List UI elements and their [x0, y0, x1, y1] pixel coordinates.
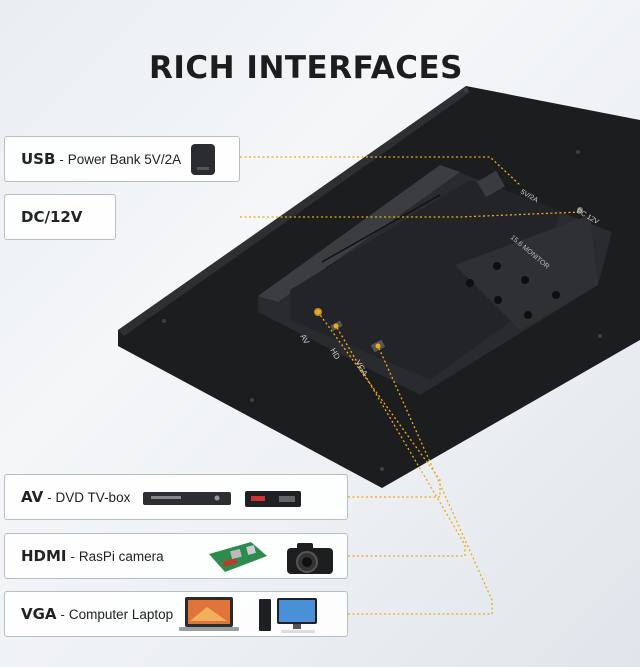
dvd-player-icon — [143, 492, 231, 505]
page-title: RICH INTERFACES — [149, 50, 463, 86]
av-description: DVD TV-box — [55, 489, 131, 505]
tv-box-icon — [245, 491, 301, 507]
usb-separator: - — [59, 151, 64, 167]
hdmi-connector-line — [335, 325, 466, 557]
port-block — [290, 180, 560, 380]
hdmi-description: RasPi camera — [78, 548, 164, 564]
av-label-box: AV - DVD TV-box — [4, 474, 348, 520]
av-connector-line — [317, 311, 441, 498]
hdmi-separator: - — [70, 548, 75, 564]
vga-description: Computer Laptop — [68, 606, 174, 622]
desktop-computer-icon — [259, 598, 317, 633]
dc-label-box: DC/12V — [4, 194, 116, 240]
vga-label-box: VGA - Computer Laptop — [4, 591, 348, 637]
hdmi-label-box: HDMI - RasPi camera — [4, 533, 348, 579]
vga-separator: - — [60, 606, 65, 622]
laptop-icon — [179, 597, 239, 631]
vga-connector-line — [348, 345, 493, 615]
power-bank-icon — [191, 144, 215, 175]
hdmi-port-name: HDMI — [21, 547, 67, 565]
camera-icon — [287, 543, 333, 574]
connector-lines — [240, 156, 581, 615]
av-port-name: AV — [21, 488, 44, 506]
vga-port-name: VGA — [21, 605, 57, 623]
av-separator: - — [47, 489, 52, 505]
dc-port-name: DC/12V — [21, 208, 83, 226]
usb-label-box: USB - Power Bank 5V/2A — [4, 136, 240, 182]
dc-connector-line — [240, 211, 581, 218]
raspberry-pi-board-icon — [209, 542, 267, 572]
usb-port-name: USB — [21, 150, 56, 168]
usb-description: Power Bank 5V/2A — [67, 151, 182, 167]
